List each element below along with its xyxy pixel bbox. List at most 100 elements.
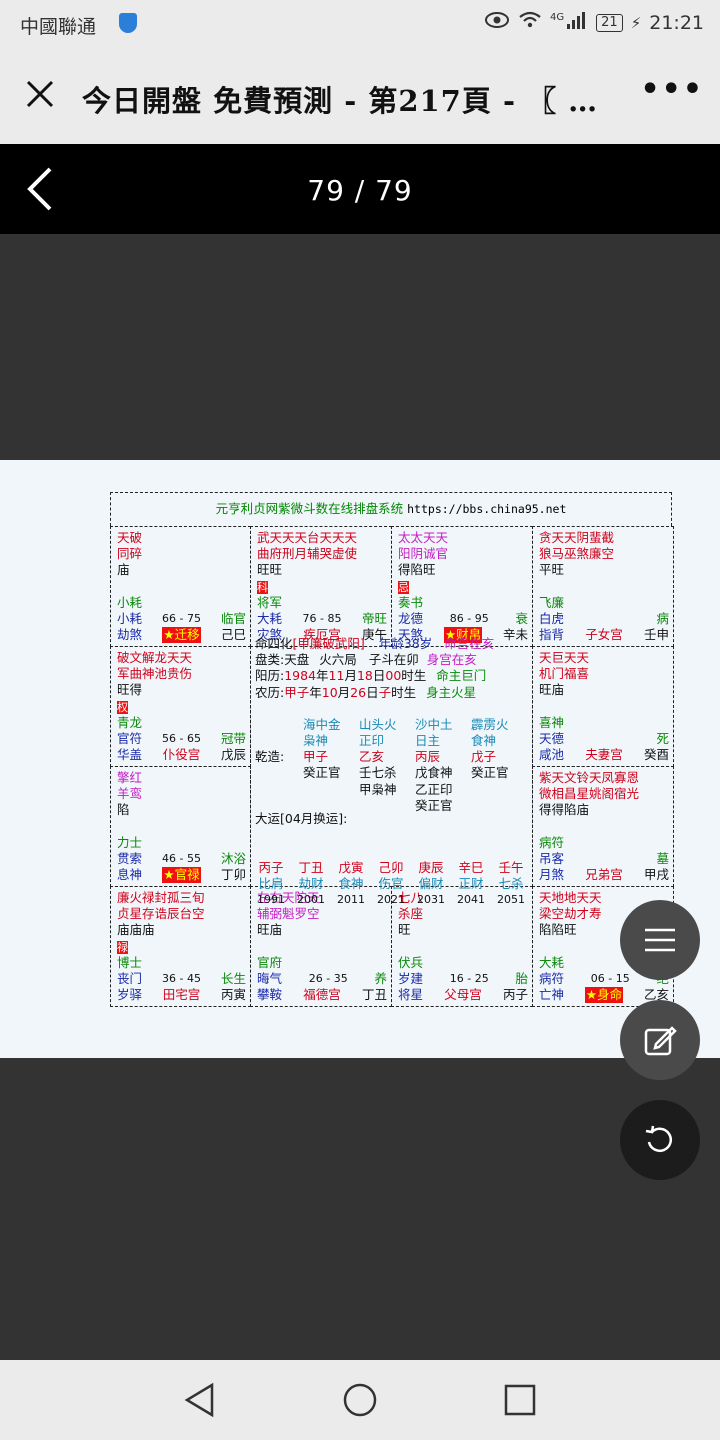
brightness: 得陷旺 — [398, 562, 436, 578]
spirit: 天德 — [539, 730, 565, 746]
close-icon[interactable] — [24, 78, 56, 116]
value: 日 — [366, 684, 379, 700]
star-line: 天破 — [117, 530, 143, 545]
ten-god: 枭神 — [303, 732, 329, 748]
navigation-bar — [0, 1360, 720, 1440]
center-line-1: 命四化[甲廉破武阳] 年龄38岁 命宫在亥 — [255, 636, 527, 652]
pillar: 海中金枭神甲子癸正官 — [303, 717, 341, 782]
age-range: 06 - 15 — [590, 971, 630, 985]
chart-image[interactable] — [0, 460, 720, 1058]
shield-icon — [119, 13, 137, 33]
value: 年 — [309, 684, 322, 700]
ganzhi: 癸酉 — [643, 747, 669, 763]
star-line: 破文解龙天天 — [117, 650, 193, 665]
back-nav-icon[interactable] — [182, 1382, 218, 1422]
dayun-year: 2041 — [457, 893, 485, 907]
star-line: 阳阴诚官 — [398, 546, 449, 562]
god-name: 博士 — [117, 954, 143, 970]
stage: 冠带 — [220, 730, 246, 746]
value: 11 — [328, 668, 345, 684]
dayun-year: 2021 — [377, 893, 405, 907]
pillar: 霹雳火食神戊子癸正官 — [471, 717, 509, 782]
star-line: 贞星存诰辰台空 — [117, 906, 205, 922]
recents-nav-icon[interactable] — [502, 1382, 538, 1422]
stage: 病 — [656, 610, 669, 626]
stage: 衰 — [515, 610, 528, 626]
title-bar: 今日開盤 免費預測 - 第217頁 - 〖 … ••• — [0, 48, 720, 144]
brightness: 庙 — [117, 562, 130, 578]
spirit: 贯索 — [117, 850, 143, 866]
value: 时生 — [391, 684, 417, 700]
pillar: 沙中土日主丙辰戊食神乙正印癸正官 — [415, 717, 453, 814]
rotate-button[interactable] — [620, 1100, 700, 1180]
ganzhi: 丁卯 — [220, 867, 246, 883]
dayun-ganzhi: 辛巳 — [458, 860, 484, 875]
ganzhi: 庚午 — [361, 627, 387, 643]
value: 火六局 — [319, 652, 357, 668]
wifi-icon — [518, 11, 542, 34]
brightness: 旺旺 — [257, 562, 283, 578]
spirit: 劫煞 — [117, 627, 143, 643]
center-line-4: 农历:甲子年10月26日子时生 身主火星 — [255, 685, 527, 701]
star-line: 紫天文铃天凤寡恩 — [539, 770, 640, 785]
spirit: 岁驿 — [117, 987, 143, 1003]
network-type: 4G — [550, 12, 565, 23]
ganzhi: 戊辰 — [220, 747, 246, 763]
stage: 临官 — [220, 610, 246, 626]
dayun-ganzhi: 丁丑 — [298, 860, 324, 875]
dayun-year: 1991 — [257, 893, 285, 907]
value: 26 — [350, 684, 367, 700]
dayun-ganzhi: 戊寅 — [338, 860, 364, 875]
dayun-ganzhi: 壬午 — [498, 860, 524, 875]
star-line: 辅弼魁罗空 — [257, 906, 320, 922]
age-range: 86 - 95 — [449, 611, 489, 625]
center-line-3: 阳历:1984年11月18日00时生 命主巨门 — [255, 668, 527, 684]
god-name: 奏书 — [398, 594, 424, 610]
nayin: 沙中土 — [415, 716, 453, 732]
brightness: 陷陷旺 — [539, 922, 577, 938]
back-arrow-icon[interactable] — [24, 166, 64, 212]
spirit: 白虎 — [539, 610, 565, 626]
image-viewer-bar: 79 / 79 — [0, 144, 720, 234]
ganzhi: 乙亥 — [643, 987, 669, 1003]
chart-header-url: https://bbs.china95.net — [407, 502, 567, 516]
palace-name-text: 兄弟宫 — [585, 867, 623, 883]
sihua-badge: 科 — [257, 580, 268, 594]
palace-name: 田宅宫 — [163, 987, 201, 1003]
home-nav-icon[interactable] — [342, 1382, 378, 1422]
star-line: 梁空劫才寿 — [539, 906, 602, 922]
palace-name: 兄弟宫 — [585, 867, 623, 883]
spirit: 息神 — [117, 867, 143, 883]
pillars-block: 乾造: 海中金枭神甲子癸正官山头火正印乙亥壬七杀甲枭神沙中土日主丙辰戊食神乙正印… — [255, 717, 527, 813]
ganzhi: 己巳 — [220, 627, 246, 643]
palace-name: ★官禄 — [162, 867, 201, 884]
nayin: 霹雳火 — [471, 716, 509, 732]
god-name: 力士 — [117, 834, 143, 850]
palace-name-text: 仆役宫 — [162, 747, 201, 763]
stage: 死 — [656, 730, 669, 746]
spirit: 小耗 — [117, 610, 143, 626]
center-info: 命四化[甲廉破武阳] 年龄38岁 命宫在亥 盘类:天盘 火六局 子斗在卯 身宫在… — [251, 632, 531, 1002]
page-title: 今日開盤 免費預測 - 第217頁 - 〖 … — [82, 84, 599, 118]
dayun-god: 正财 — [458, 876, 484, 892]
more-menu-button[interactable]: ••• — [640, 72, 704, 107]
menu-icon — [645, 928, 675, 952]
edit-button[interactable] — [620, 1000, 700, 1080]
star-line: 天地地天天 — [539, 890, 602, 905]
status-icons: 4G 21 ⚡ 21:21 — [484, 11, 704, 34]
brightness: 庙庙庙 — [117, 922, 155, 938]
ganzhi: 甲戌 — [643, 867, 669, 883]
star-line: 狼马巫煞廉空 — [539, 546, 615, 562]
brightness: 平旺 — [539, 562, 565, 578]
palace-name: 福德宫 — [303, 987, 341, 1003]
ming-gong: 命宫在亥 — [444, 636, 495, 651]
menu-button[interactable] — [620, 900, 700, 980]
hidden-stem: 癸正官 — [415, 797, 453, 813]
star-line: 廉火禄封孤三旬 — [117, 890, 205, 905]
star-line: 军曲神池贵伤 — [117, 666, 193, 682]
dayun-ganzhi: 庚辰 — [418, 860, 444, 875]
